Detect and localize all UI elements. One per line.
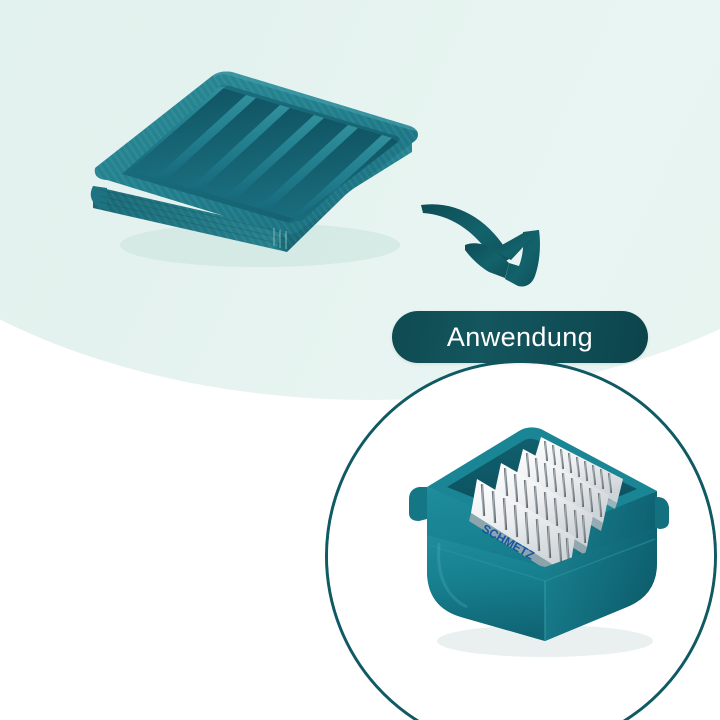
box-front-overlay-left bbox=[427, 535, 545, 641]
tray-slot bbox=[130, 88, 246, 178]
tray-layer-lines bbox=[99, 189, 286, 246]
tray-rib bbox=[155, 95, 256, 181]
tray-slot bbox=[268, 128, 382, 218]
tray-slot-group bbox=[122, 86, 398, 223]
tray-rib bbox=[122, 86, 226, 174]
anwendung-badge-label: Anwendung bbox=[446, 321, 594, 352]
tray-slot bbox=[200, 108, 314, 198]
tray-slot bbox=[165, 98, 280, 188]
tray-illustration bbox=[90, 71, 418, 267]
needle-box-illustration: SCHMETZ SCHMETZ bbox=[409, 427, 669, 657]
tray-rib bbox=[292, 135, 392, 221]
box-seam-line bbox=[428, 538, 656, 582]
needle-storage-box: SCHMETZ SCHMETZ bbox=[395, 395, 685, 675]
tray-rib bbox=[224, 115, 324, 201]
tray-seam-marks bbox=[273, 228, 287, 249]
box-tab-right bbox=[655, 497, 669, 529]
hero-product-tray bbox=[60, 30, 440, 280]
box-tab-left bbox=[409, 487, 427, 521]
anwendung-badge: Anwendung bbox=[392, 311, 648, 363]
tray-rib bbox=[258, 125, 358, 211]
tray-rim-highlight bbox=[212, 71, 416, 131]
curved-down-right-arrow-icon bbox=[421, 204, 540, 287]
tray-slot bbox=[286, 138, 398, 223]
box-gloss-highlight bbox=[437, 542, 468, 609]
tray-rib bbox=[190, 105, 290, 191]
box-front-overlay-right bbox=[545, 527, 657, 641]
needle-packet-stack: SCHMETZ SCHMETZ bbox=[469, 437, 623, 583]
tray-slot bbox=[234, 118, 348, 208]
